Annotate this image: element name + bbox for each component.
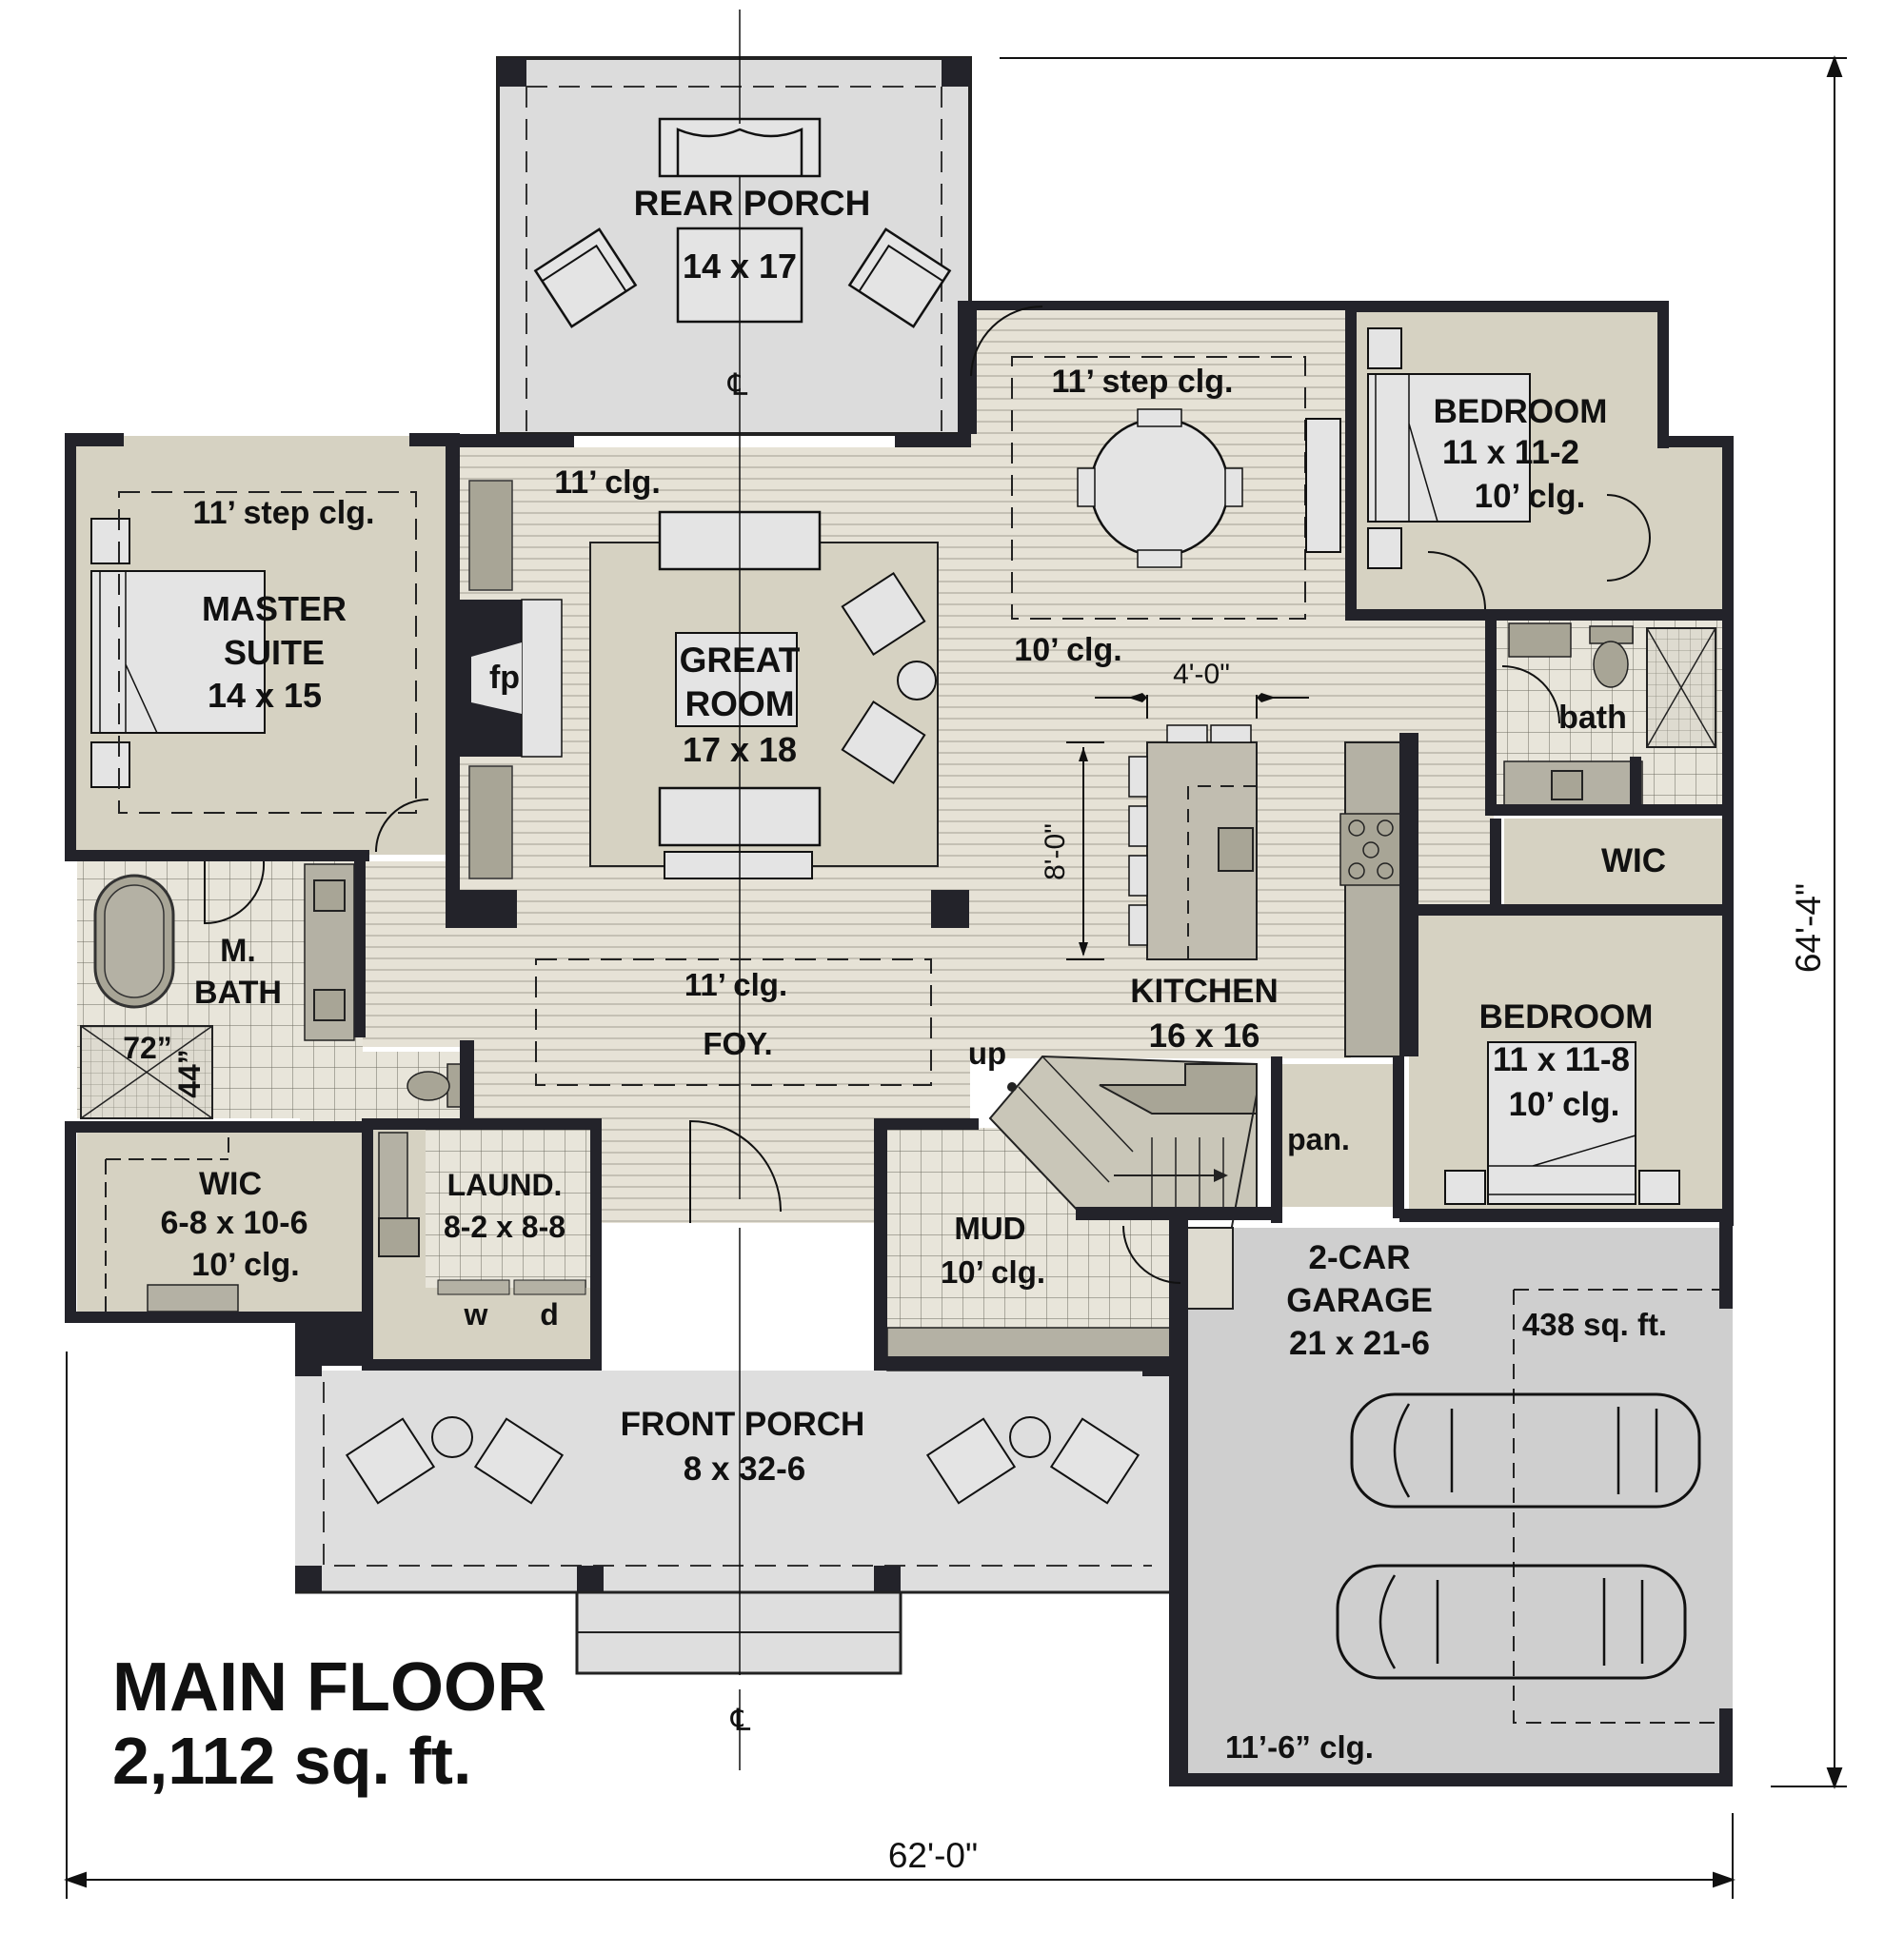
great-room-name-2: ROOM (684, 684, 794, 723)
master-hall-floor (362, 861, 460, 1047)
toilet-icon (1589, 625, 1634, 688)
master-suite-name-2: SUITE (224, 633, 325, 672)
garage-ceiling: 11’-6” clg. (1225, 1729, 1374, 1765)
mud-name: MUD (954, 1211, 1025, 1246)
overall-width-dim: 62'-0" (888, 1836, 978, 1875)
pantry-name: pan. (1287, 1122, 1350, 1156)
armchair-icon (345, 1417, 436, 1505)
washer-label: w (464, 1297, 488, 1332)
coffee-table (675, 632, 798, 727)
sink-icon (378, 1217, 420, 1257)
master-suite-ceiling: 11’ step clg. (193, 495, 375, 531)
stairs-up-label: up (968, 1036, 1006, 1071)
garage-area: 438 sq. ft. (1522, 1307, 1667, 1342)
car-icon (1350, 1392, 1701, 1509)
shower-icon (80, 1025, 213, 1119)
wic-right-name: WIC (1601, 842, 1666, 879)
console-table (664, 851, 813, 879)
armchair-icon (841, 701, 926, 784)
centerline-symbol-top: ℄ (727, 367, 748, 402)
master-wic-ceiling: 10’ clg. (191, 1247, 299, 1283)
dining-ceiling: 11’ step clg. (1052, 364, 1234, 400)
rear-porch (496, 56, 972, 436)
island-length-dim: 8'-0" (1040, 823, 1071, 880)
bathtub-icon (93, 874, 175, 1009)
bath-name: bath (1558, 700, 1627, 736)
kitchen-counter (1339, 741, 1403, 1057)
master-wic-floor (77, 1133, 363, 1312)
bedroom-2-size: 11 x 11-8 (1493, 1041, 1630, 1078)
step-ceiling-outline (118, 491, 417, 814)
plan-title: MAIN FLOOR (112, 1649, 546, 1726)
sink-icon (1218, 827, 1254, 872)
rear-porch-size: 14 x 17 (683, 247, 797, 286)
armchair-icon (847, 227, 952, 328)
armchair-icon (841, 572, 926, 656)
foyer-name: FOY. (703, 1026, 772, 1061)
mud-ceiling: 10’ clg. (941, 1254, 1045, 1290)
armchair-icon (925, 1417, 1017, 1505)
garage (1184, 1227, 1733, 1785)
kitchen-ceiling: 10’ clg. (1014, 632, 1121, 668)
garage-size: 21 x 21-6 (1289, 1325, 1430, 1362)
front-porch-size: 8 x 32-6 (684, 1450, 805, 1488)
bedroom-1-name: BEDROOM (1434, 393, 1608, 430)
dining-table-icon (1077, 408, 1243, 568)
island-width-dim: 4'-0" (1173, 659, 1230, 690)
garage-name-2: GARAGE (1286, 1282, 1433, 1319)
shower-depth-dim: 44” (172, 1049, 207, 1098)
bedroom-1-ceiling: 10’ clg. (1475, 478, 1586, 515)
overall-dimensions (63, 55, 1847, 1899)
front-porch-name: FRONT PORCH (621, 1406, 865, 1443)
laundry-name: LAUND. (447, 1168, 563, 1202)
plan-title-block: MAIN FLOOR 2,112 sq. ft. (112, 1649, 546, 1798)
fireplace-label: fp (489, 660, 520, 696)
vanity (304, 863, 355, 1041)
kitchen-size: 16 x 16 (1149, 1017, 1260, 1055)
overall-depth-dim: 64'-4" (1789, 883, 1828, 973)
front-porch (295, 1371, 1169, 1675)
sofa-icon (658, 117, 822, 178)
laundry-size: 8-2 x 8-8 (444, 1210, 565, 1244)
sink-icon (1551, 770, 1583, 800)
island-dimensions (1066, 693, 1309, 960)
armchair-icon (473, 1417, 565, 1505)
buffet (1305, 418, 1341, 553)
rear-porch-name: REAR PORCH (634, 184, 871, 223)
fireplace-icon (460, 480, 563, 879)
master-bath-name-2: BATH (194, 975, 282, 1011)
master-suite-name-1: MASTER (202, 589, 347, 628)
car-icon (1336, 1564, 1687, 1680)
master-wic-name: WIC (199, 1166, 262, 1202)
bed-icon (90, 518, 266, 788)
shower-width-dim: 72” (123, 1031, 172, 1065)
pantry-floor (1276, 1064, 1399, 1207)
bedroom-2-ceiling: 10’ clg. (1509, 1086, 1620, 1123)
dryer-label: d (540, 1297, 559, 1332)
armchair-icon (1049, 1417, 1140, 1505)
bedroom-2-name: BEDROOM (1479, 998, 1654, 1036)
doors (204, 306, 1651, 1284)
foyer-ceiling: 11’ clg. (684, 967, 787, 1002)
walls (65, 301, 1734, 1786)
wic-right-floor (1504, 819, 1723, 909)
garage-name-1: 2-CAR (1309, 1239, 1411, 1276)
centerline-symbol-bottom: ℄ (730, 1703, 751, 1737)
bed-icon (1444, 1041, 1680, 1205)
great-room-size: 17 x 18 (683, 730, 797, 769)
bedroom-1-size: 11 x 11-2 (1442, 434, 1579, 471)
master-bath-name-1: M. (220, 933, 256, 969)
kitchen-island (1128, 724, 1258, 960)
stairs (988, 1055, 1258, 1248)
bed-icon (1367, 327, 1531, 569)
master-suite-size: 14 x 15 (208, 676, 322, 715)
plan-area: 2,112 sq. ft. (112, 1723, 472, 1798)
master-wic-size: 6-8 x 10-6 (161, 1205, 308, 1241)
kitchen-name: KITCHEN (1130, 973, 1279, 1010)
shower-icon (1646, 627, 1716, 748)
great-room-name-1: GREAT (680, 641, 801, 680)
armchair-icon (533, 227, 638, 328)
great-room-ceiling: 11’ clg. (554, 464, 661, 501)
